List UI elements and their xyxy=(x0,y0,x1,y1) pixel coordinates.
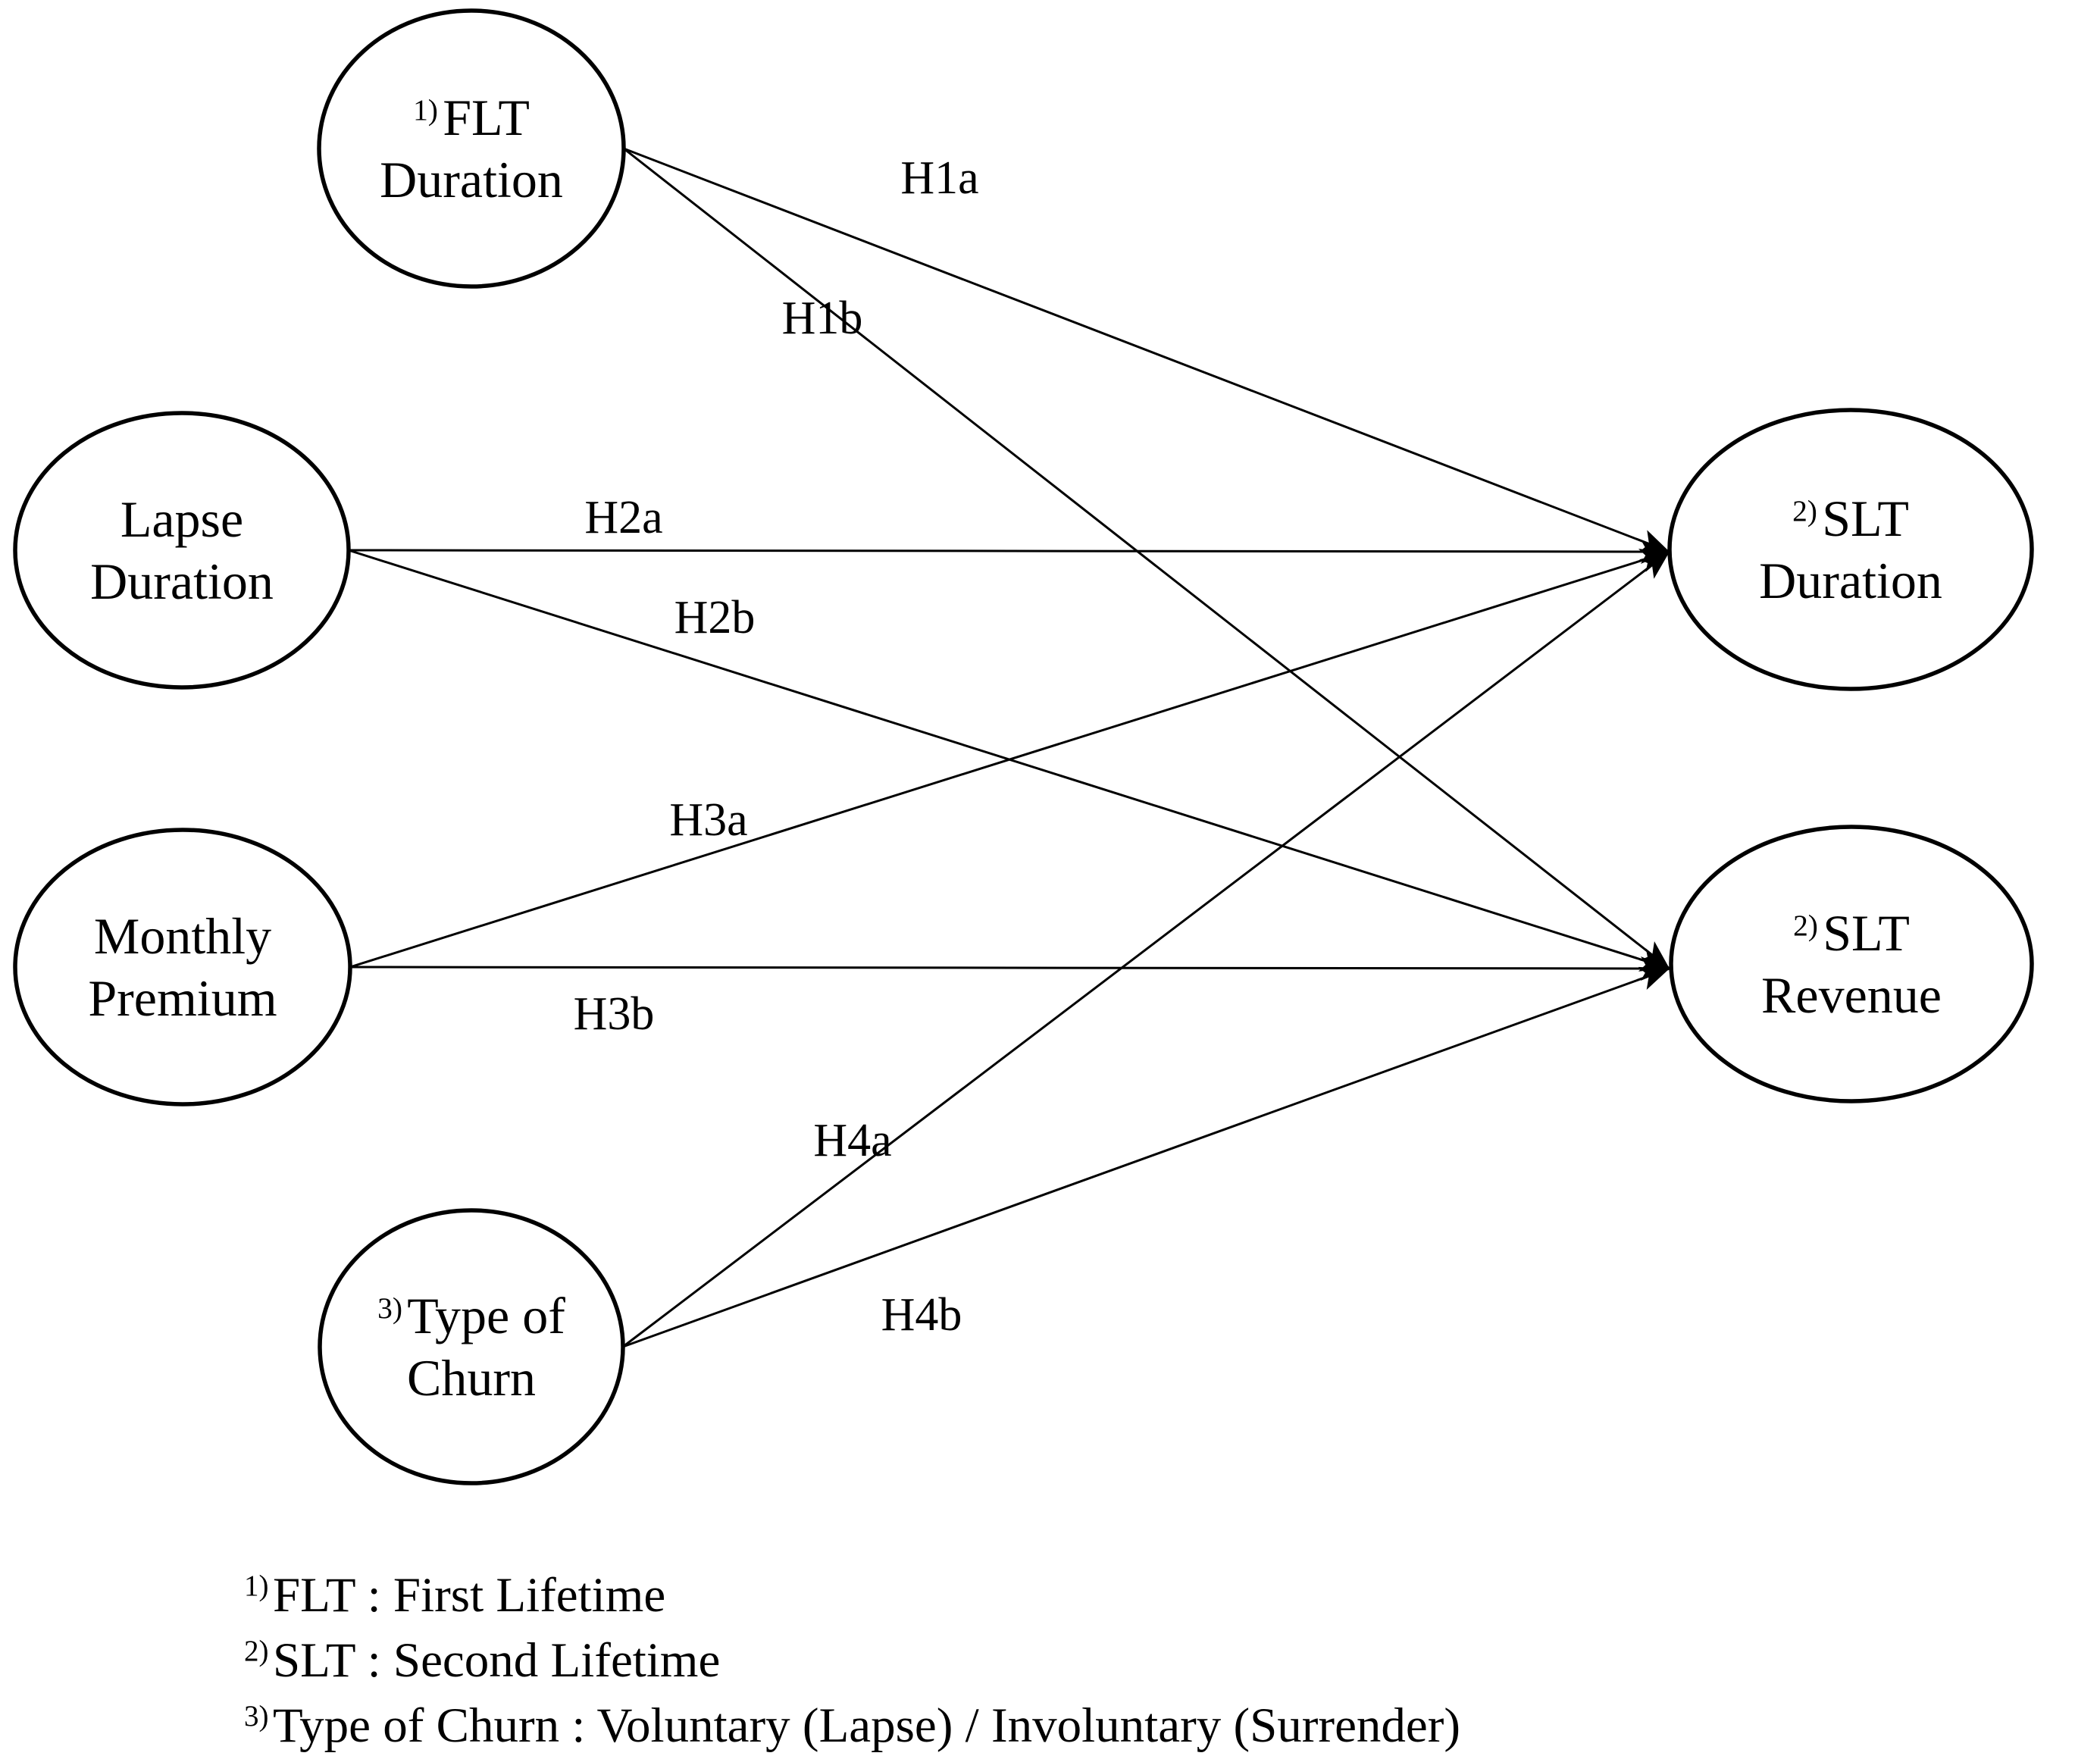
node-slt-revenue: 2)SLT Revenue xyxy=(1671,827,2032,1101)
edge-line-h3b xyxy=(349,966,1670,970)
node-type-of-churn: 3)Type of Churn xyxy=(320,1210,623,1483)
edge-label-h3a: H3a xyxy=(669,794,748,846)
edge-line-h1a xyxy=(623,147,1670,553)
edge-label-h2a: H2a xyxy=(584,492,663,543)
node-ellipse-flt-duration xyxy=(317,8,626,289)
edge-label-h1b: H1b xyxy=(781,293,863,344)
node-label-line: Monthly xyxy=(93,907,272,965)
node-monthly-premium: Monthly Premium xyxy=(15,830,350,1104)
node-ellipse-lapse-duration xyxy=(13,411,351,690)
node-lapse-duration: Lapse Duration xyxy=(15,413,349,687)
footnotes: 1)FLT : First Lifetime 2)SLT : Second Li… xyxy=(244,1563,1460,1756)
footnote-marker: 3) xyxy=(377,1291,402,1326)
node-slt-duration: 2)SLT Duration xyxy=(1670,410,2032,689)
node-ellipse-slt-revenue xyxy=(1669,825,2034,1103)
footnote-marker: 2) xyxy=(1793,909,1818,943)
node-ellipse-monthly-premium xyxy=(13,828,352,1106)
footnote-marker: 2) xyxy=(1792,494,1817,528)
node-ellipse-slt-duration xyxy=(1667,408,2034,691)
edge-line-h2a xyxy=(348,549,1670,553)
node-flt-duration: 1)FLT Duration xyxy=(319,11,624,286)
node-ellipse-type-of-churn xyxy=(318,1208,625,1485)
edge-line-h3a xyxy=(349,550,1670,969)
edge-label-h1a: H1a xyxy=(900,152,979,204)
node-label-line: Churn xyxy=(407,1349,536,1407)
node-label-line: Premium xyxy=(88,969,277,1027)
footnote-flt: 1)FLT : First Lifetime xyxy=(244,1568,666,1623)
node-label-line: Duration xyxy=(90,552,274,610)
node-label-line: Lapse xyxy=(120,490,244,548)
node-label-line: 3)Type of xyxy=(377,1287,565,1344)
arrowhead-h4b xyxy=(1638,966,1670,990)
edge-line-h4b xyxy=(622,967,1670,1348)
node-label-line: 2)SLT xyxy=(1792,490,1909,547)
edge-line-h4a xyxy=(622,550,1670,1348)
node-label-line: 2)SLT xyxy=(1793,904,1910,962)
footnote-type-of-churn: 3)Type of Churn : Voluntary (Lapse) / In… xyxy=(244,1698,1461,1753)
edge-label-h2b: H2b xyxy=(674,592,756,643)
edge-label-h4a: H4a xyxy=(813,1115,892,1166)
node-label-line: 1)FLT xyxy=(413,89,530,146)
edge-line-h1b xyxy=(623,147,1670,970)
footnote-marker: 2) xyxy=(244,1634,269,1667)
footnote-marker: 3) xyxy=(244,1699,269,1733)
arrowhead-h4a xyxy=(1639,552,1670,579)
footnote-marker: 1) xyxy=(413,93,438,127)
edge-label-h3b: H3b xyxy=(573,988,655,1040)
edge-label-h4b: H4b xyxy=(881,1289,962,1341)
footnote-marker: 1) xyxy=(244,1569,269,1602)
node-label-line: Revenue xyxy=(1761,966,1942,1024)
node-label-line: Duration xyxy=(380,151,563,208)
node-label-line: Duration xyxy=(1759,552,1942,609)
footnote-slt: 2)SLT : Second Lifetime xyxy=(244,1633,721,1688)
